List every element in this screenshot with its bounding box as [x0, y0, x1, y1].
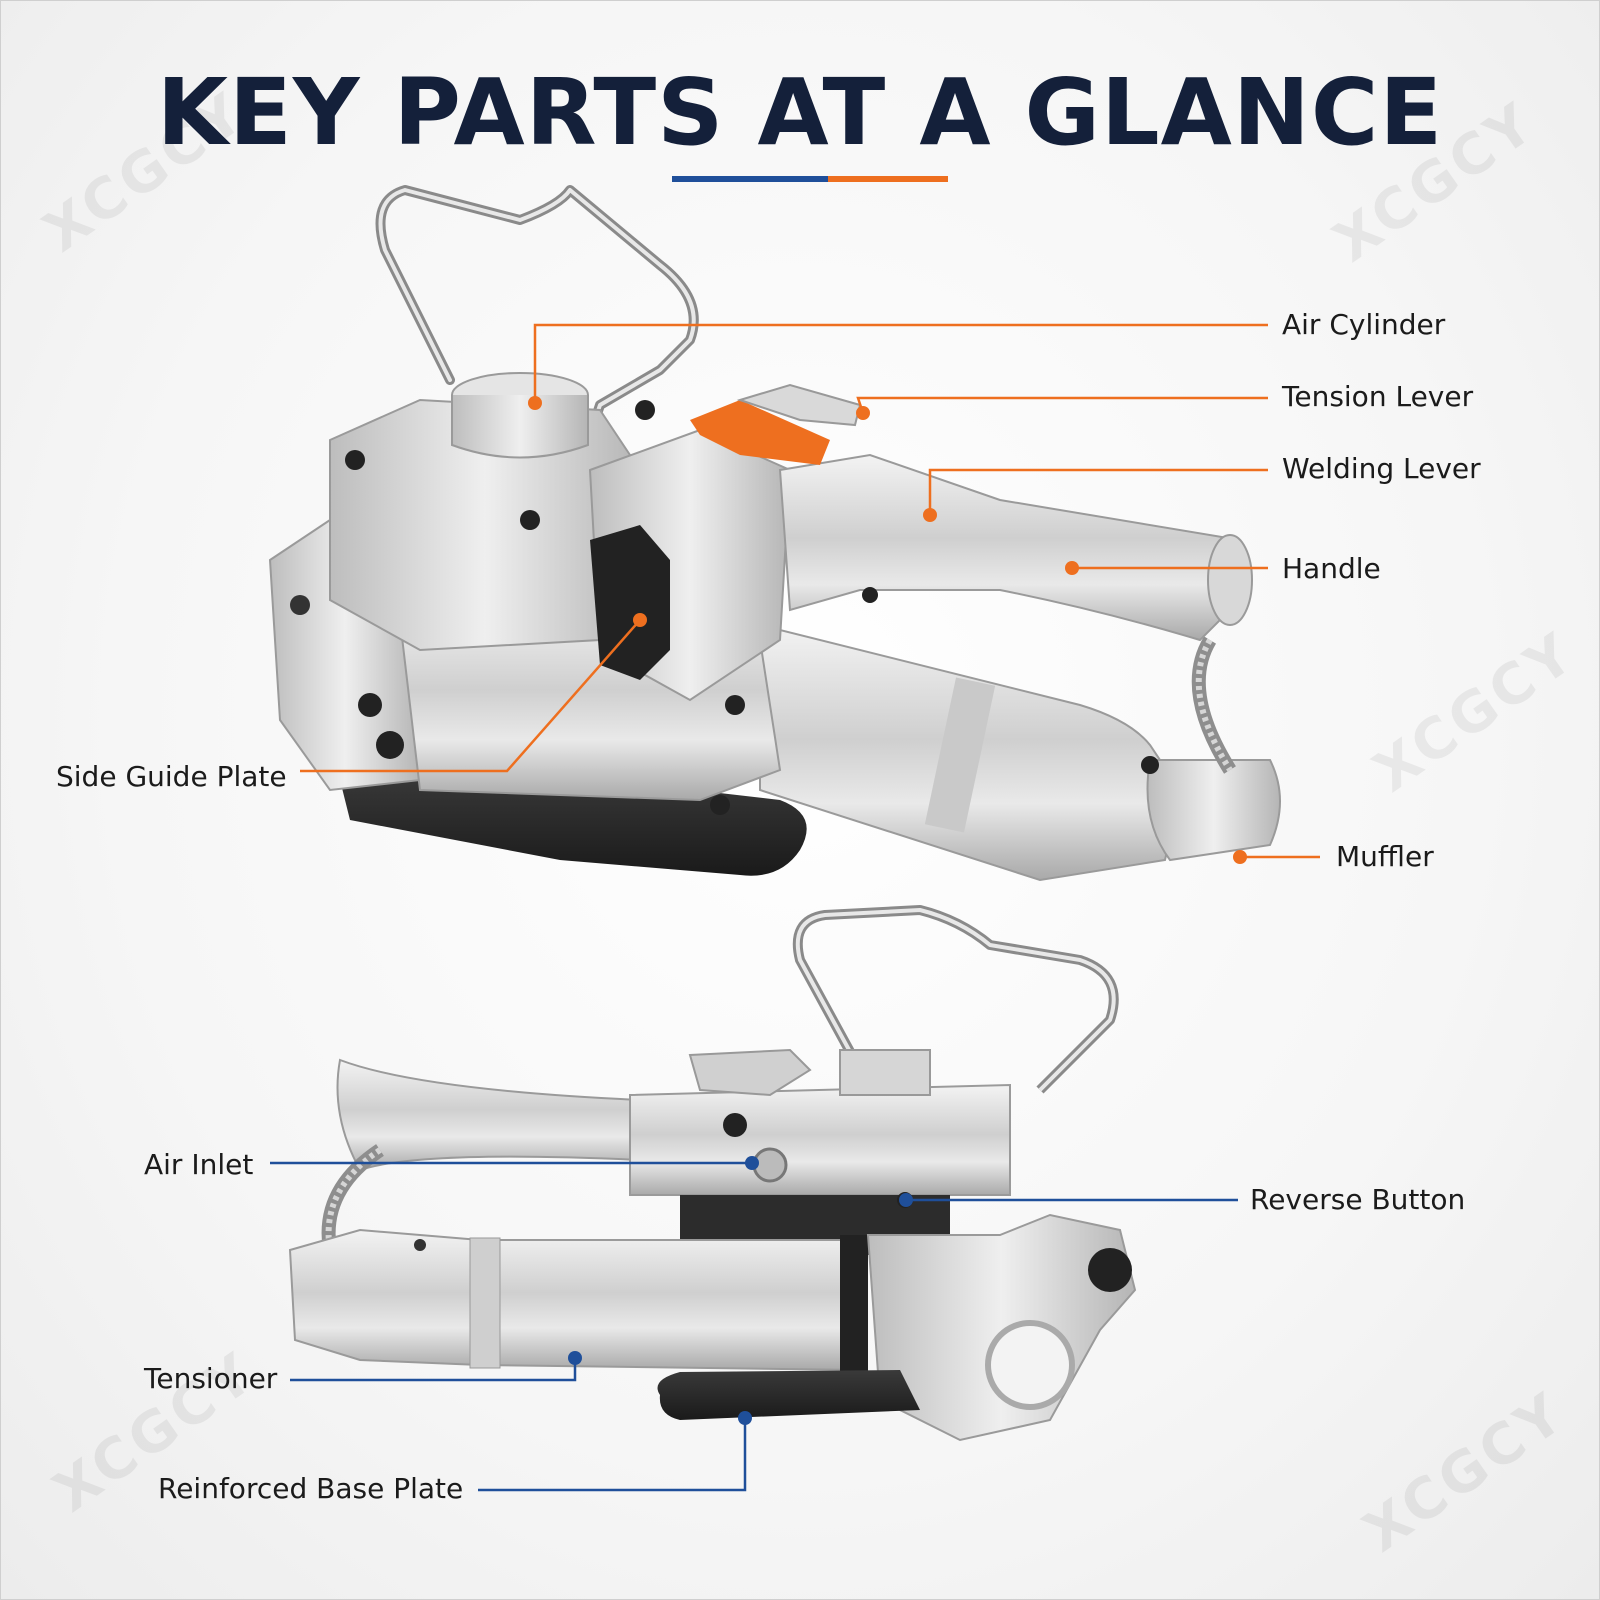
bottom-callout-dots	[568, 1156, 913, 1425]
label-reinforced-base-plate: Reinforced Base Plate	[158, 1472, 464, 1505]
top-callout-dots	[528, 396, 1247, 864]
label-muffler: Muffler	[1336, 840, 1434, 873]
label-tension-lever: Tension Lever	[1282, 380, 1474, 413]
title-underline-orange	[828, 176, 948, 182]
label-tensioner: Tensioner	[144, 1362, 278, 1395]
label-air-cylinder: Air Cylinder	[1282, 308, 1446, 341]
label-air-inlet: Air Inlet	[144, 1148, 254, 1181]
bottom-tool	[288, 905, 1137, 1442]
title-underline-blue	[672, 176, 828, 182]
label-welding-lever: Welding Lever	[1282, 452, 1481, 485]
page-title: KEY PARTS AT A GLANCE	[156, 59, 1444, 166]
label-reverse-button: Reverse Button	[1250, 1183, 1466, 1216]
label-side-guide-plate: Side Guide Plate	[56, 760, 287, 793]
bottom-callout-lines	[270, 1161, 1238, 1492]
label-handle: Handle	[1282, 552, 1381, 585]
top-tool	[268, 185, 1281, 882]
